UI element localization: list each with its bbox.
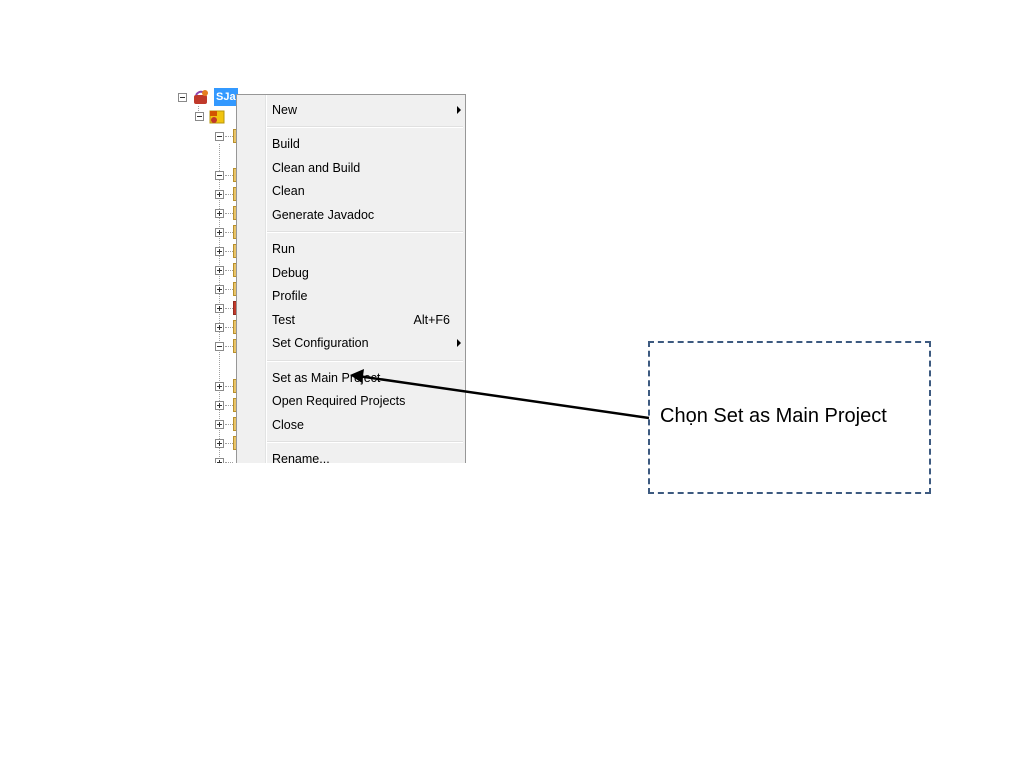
submenu-arrow-icon: [457, 339, 461, 347]
expand-toggle[interactable]: [215, 285, 224, 294]
expand-toggle[interactable]: [215, 209, 224, 218]
expand-toggle[interactable]: [215, 382, 224, 391]
folder-error-icon: [233, 301, 238, 315]
folder-icon: [233, 436, 238, 450]
menu-item-test[interactable]: Test Alt+F6: [267, 309, 463, 331]
menu-separator: [267, 126, 463, 128]
menu-item-label: Generate Javadoc: [272, 208, 375, 222]
menu-separator: [267, 441, 463, 443]
folder-icon: [233, 244, 238, 258]
menu-item-label: Profile: [272, 289, 308, 303]
submenu-arrow-icon: [457, 106, 461, 114]
menu-item-label: Clean: [272, 184, 305, 198]
expand-toggle[interactable]: [215, 439, 224, 448]
menu-shortcut: Alt+F6: [413, 313, 450, 327]
folder-icon: [233, 168, 238, 182]
menu-item-build[interactable]: Build: [267, 133, 463, 155]
expand-toggle[interactable]: [215, 401, 224, 410]
project-tree: SJa: [178, 86, 238, 463]
menu-separator: [267, 231, 463, 233]
menu-item-label: Test: [272, 313, 295, 327]
menu-item-label: New: [272, 103, 298, 117]
menu-item-set-configuration[interactable]: Set Configuration: [267, 332, 463, 354]
menu-item-set-as-main-project[interactable]: Set as Main Project: [267, 367, 463, 389]
collapse-toggle[interactable]: [195, 112, 204, 121]
menu-item-label: Close: [272, 418, 304, 432]
menu-item-label: Rename...: [272, 452, 330, 463]
menu-separator: [267, 360, 463, 362]
menu-item-run[interactable]: Run: [267, 238, 463, 260]
context-menu: New Build Clean and Build Clean Generate…: [236, 94, 466, 463]
menu-item-open-required-projects[interactable]: Open Required Projects: [267, 390, 463, 412]
expand-toggle[interactable]: [215, 304, 224, 313]
menu-item-label: Open Required Projects: [272, 394, 406, 408]
menu-item-new[interactable]: New: [267, 99, 463, 121]
folder-icon: [233, 187, 238, 201]
expand-toggle[interactable]: [215, 420, 224, 429]
callout-text: Chọn Set as Main Project: [660, 405, 887, 427]
menu-item-clean-and-build[interactable]: Clean and Build: [267, 157, 463, 179]
menu-item-label: Clean and Build: [272, 161, 361, 175]
expand-toggle[interactable]: [215, 190, 224, 199]
folder-icon: [233, 206, 238, 220]
folder-icon: [233, 320, 238, 334]
tree-item-project[interactable]: SJa: [214, 88, 238, 106]
folder-icon: [233, 225, 238, 239]
folder-icon: [233, 379, 238, 393]
menu-item-debug[interactable]: Debug: [267, 262, 463, 284]
expand-toggle[interactable]: [215, 171, 224, 180]
folder-icon: [233, 398, 238, 412]
menu-item-label: Debug: [272, 266, 309, 280]
menu-item-label: Set Configuration: [272, 336, 369, 350]
menu-item-label: Run: [272, 242, 295, 256]
menu-item-clean[interactable]: Clean: [267, 180, 463, 202]
menu-item-label: Build: [272, 137, 300, 151]
expand-toggle[interactable]: [215, 323, 224, 332]
folder-icon: [233, 263, 238, 277]
expand-toggle[interactable]: [215, 247, 224, 256]
menu-item-generate-javadoc[interactable]: Generate Javadoc: [267, 204, 463, 226]
folder-icon: [233, 339, 238, 353]
menu-item-label: Set as Main Project: [272, 371, 381, 385]
source-packages-icon: [209, 110, 225, 124]
folder-icon: [233, 129, 238, 143]
menu-icon-gutter: [237, 95, 267, 463]
menu-item-close[interactable]: Close: [267, 414, 463, 436]
menu-item-profile[interactable]: Profile: [267, 285, 463, 307]
java-project-icon: [194, 90, 208, 104]
folder-icon: [233, 417, 238, 431]
expand-toggle[interactable]: [215, 228, 224, 237]
collapse-toggle[interactable]: [215, 132, 224, 141]
expand-toggle[interactable]: [215, 266, 224, 275]
menu-item-rename[interactable]: Rename...: [267, 448, 463, 463]
folder-icon: [233, 282, 238, 296]
collapse-toggle[interactable]: [215, 342, 224, 351]
expand-toggle[interactable]: [215, 458, 224, 463]
collapse-toggle[interactable]: [178, 93, 187, 102]
